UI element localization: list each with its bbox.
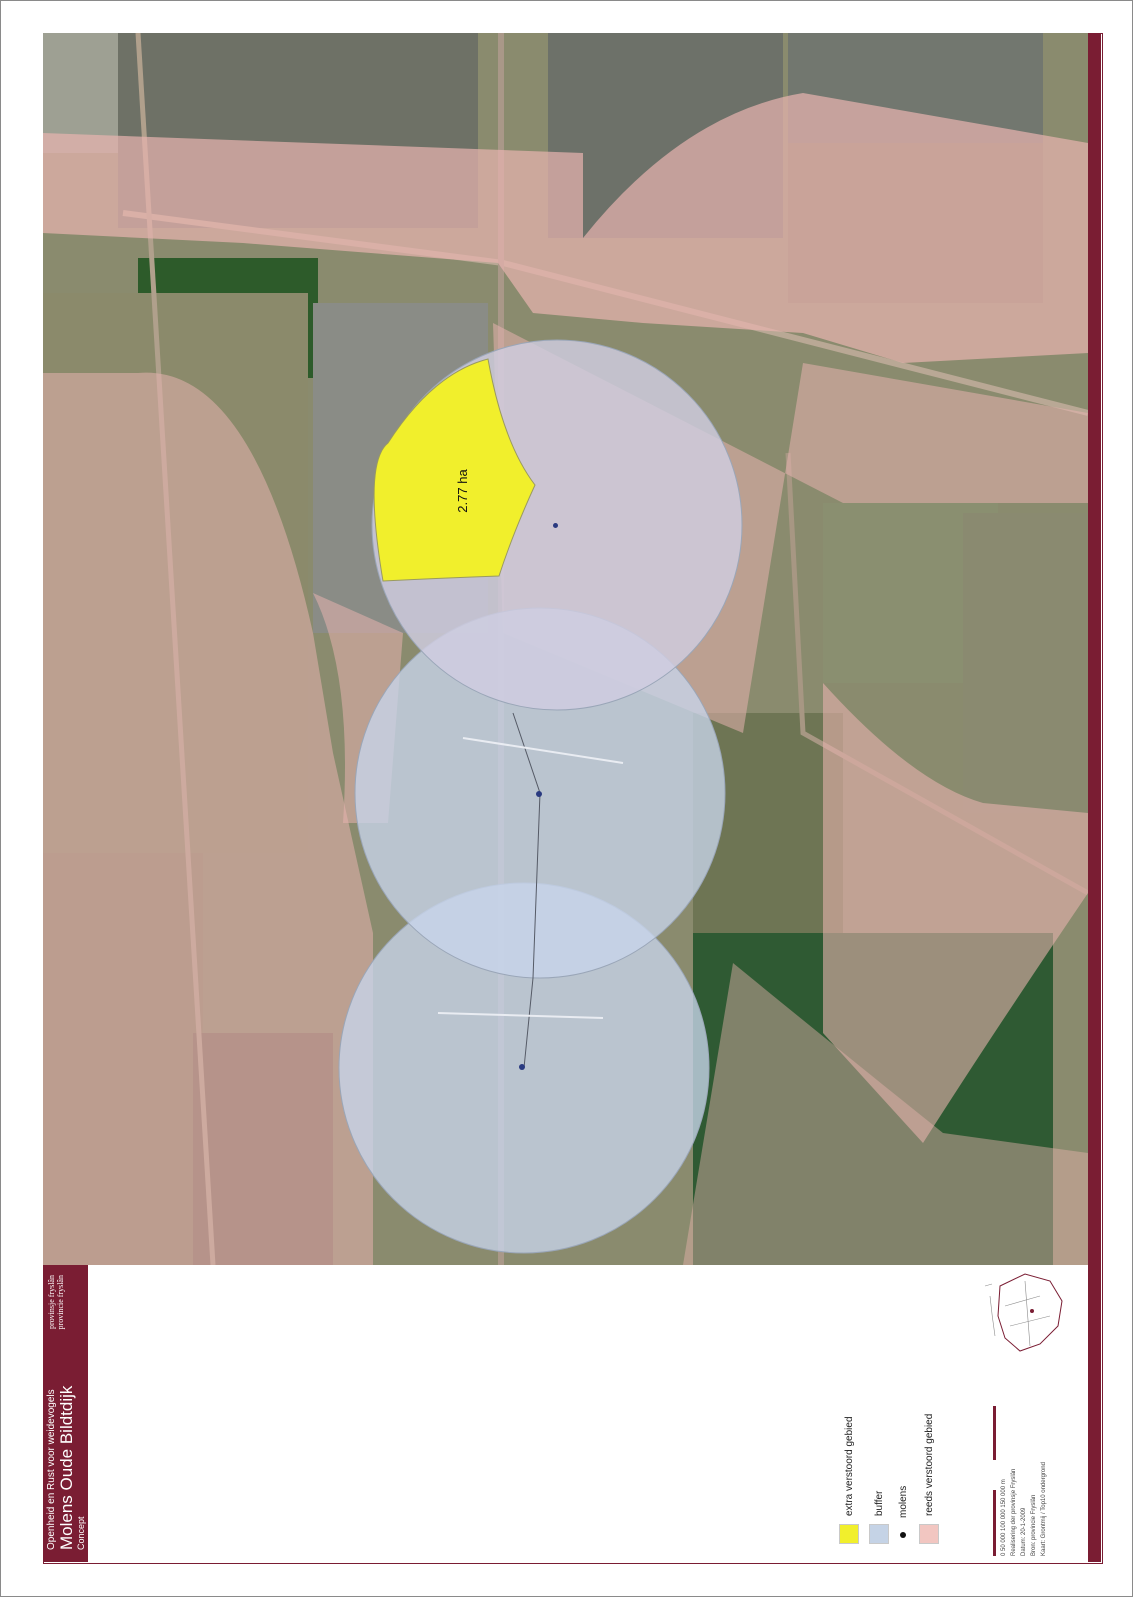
aerial-map[interactable]: 2.77 ha bbox=[43, 33, 1088, 1265]
province-inset-map bbox=[980, 1266, 1078, 1362]
blue-swatch-icon bbox=[869, 1524, 889, 1544]
map-subtitle: Openheid en Rust voor weidevogels bbox=[46, 1389, 57, 1550]
mill-marker[interactable] bbox=[553, 523, 558, 528]
org-logo-line2: provincie fryslân bbox=[56, 1275, 65, 1330]
area-label: 2.77 ha bbox=[455, 469, 470, 513]
legend-item-molens: molens bbox=[892, 1486, 914, 1544]
map-title: Molens Oude Bildtdijk bbox=[57, 1385, 76, 1550]
info-line-1: Realisering der provinsje Fryslân bbox=[1011, 1468, 1017, 1556]
mill-marker[interactable] bbox=[519, 1064, 525, 1070]
legend-item-reeds: reeds verstoord gebied bbox=[918, 1414, 940, 1544]
status-label: Concept bbox=[76, 1516, 86, 1550]
info-line-2: Datum: 20-1-2009 bbox=[1021, 1507, 1027, 1556]
mill-dot-icon bbox=[900, 1532, 906, 1538]
scale-text: 0 50 000 100 000 150 000 m bbox=[1001, 1479, 1007, 1556]
org-logo-line1: provinsje fryslân bbox=[47, 1275, 56, 1329]
legend-item-extra: extra verstoord gebied bbox=[838, 1416, 860, 1544]
title-strip: Openheid en Rust voor weidevogels Molens… bbox=[43, 1265, 88, 1562]
info-block: 0 50 000 100 000 150 000 m Realisering d… bbox=[985, 1395, 1085, 1560]
legend-item-buffer: buffer bbox=[868, 1491, 890, 1544]
info-line-3: Bron: provincie Fryslân bbox=[1031, 1494, 1037, 1556]
yellow-swatch-icon bbox=[839, 1524, 859, 1544]
extra-area-shape bbox=[373, 358, 536, 582]
frame-bar-right bbox=[1088, 33, 1101, 1562]
mill-marker[interactable] bbox=[536, 791, 542, 797]
pink-swatch-icon bbox=[919, 1524, 939, 1544]
info-line-4: Kaart: Grontmij / Top10 ondergrond bbox=[1041, 1462, 1047, 1556]
